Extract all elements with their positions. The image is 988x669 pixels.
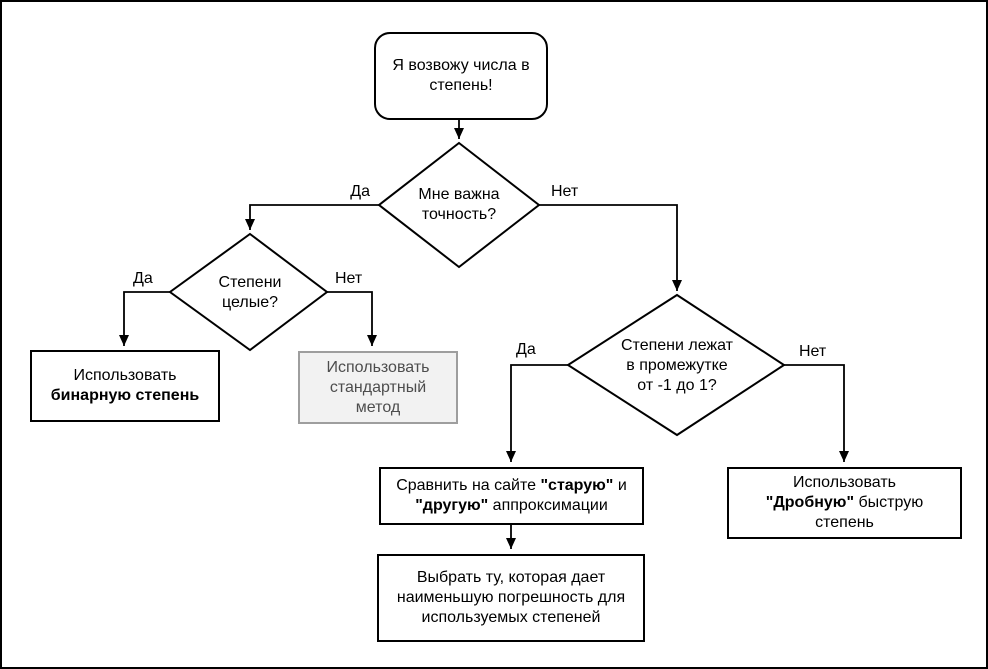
decision-integers-text: Степени целые?	[170, 273, 330, 313]
choose-line3: используемых степеней	[421, 609, 601, 626]
decision-accuracy-text: Мне важна точность?	[379, 185, 539, 225]
compare-seg2-bold: "старую"	[540, 477, 614, 494]
decision-accuracy-line1: Мне важна	[418, 186, 500, 203]
edge-label-accuracy-yes: Да	[350, 183, 370, 200]
edge-label-integers-no: Нет	[335, 270, 363, 287]
use-standard-line2: стандартный	[329, 378, 427, 396]
decision-accuracy-line2: точность?	[421, 206, 497, 223]
decision-diamond-integers	[168, 232, 329, 352]
node-use-standard-method: Использовать стандартный метод	[298, 351, 458, 424]
compare-seg5: аппроксимации	[488, 497, 608, 514]
choose-line1: Выбрать ту, которая дает	[416, 569, 606, 586]
decision-integers-line1: Степени	[218, 274, 282, 291]
connector-accuracy-no-to-range	[539, 204, 682, 291]
connector-range-no-to-fractional	[784, 364, 849, 462]
decision-range-line2: в промежутке	[626, 357, 728, 374]
decision-integers-line2: целые?	[222, 294, 278, 311]
edge-label-range-no: Нет	[799, 343, 827, 360]
node-choose-least-error: Выбрать ту, которая дает наименьшую погр…	[377, 554, 645, 642]
decision-range-line3: от -1 до 1?	[637, 377, 717, 394]
compare-seg4-bold: "другую"	[415, 497, 489, 514]
decision-diamond-range	[566, 293, 786, 437]
use-standard-line1: Использовать	[326, 358, 430, 376]
connector-range-yes-to-compare	[506, 364, 568, 462]
compare-seg1: Сравнить на сайте	[396, 477, 541, 494]
use-binary-line2-bold: бинарную степень	[50, 387, 200, 404]
connector-accuracy-yes-to-integers	[245, 204, 379, 230]
use-fractional-seg3: быструю	[854, 494, 924, 511]
node-use-binary-power: Использовать бинарную степень	[30, 350, 220, 422]
node-start-text-line2: степень!	[429, 77, 493, 94]
compare-seg3: и	[613, 477, 627, 494]
decision-range-line1: Степени лежат	[620, 337, 733, 354]
node-use-fractional-power: Использовать "Дробную" быструю степень	[727, 467, 962, 539]
edge-label-accuracy-no: Нет	[551, 183, 579, 200]
connector-integers-no-to-standard	[327, 291, 377, 346]
decision-diamond-accuracy	[377, 141, 541, 269]
edge-label-range-yes: Да	[516, 341, 536, 358]
node-start-text-line1: Я возвожу числа в	[392, 57, 530, 74]
decision-range-text: Степени лежат в промежутке от -1 до 1?	[566, 336, 788, 396]
use-fractional-line3: степень	[815, 514, 874, 531]
use-binary-line1: Использовать	[73, 367, 177, 384]
use-fractional-seg2-bold: "Дробную"	[765, 494, 855, 511]
use-standard-line3: метод	[355, 398, 401, 416]
node-compare-approximations: Сравнить на сайте "старую" и "другую" ап…	[379, 467, 644, 525]
choose-line2: наименьшую погрешность для	[396, 589, 626, 606]
use-fractional-line1: Использовать	[793, 474, 896, 491]
edge-label-integers-yes: Да	[133, 270, 153, 287]
connector-integers-yes-to-binary	[119, 291, 170, 346]
node-start: Я возвожу числа в степень!	[374, 32, 548, 120]
